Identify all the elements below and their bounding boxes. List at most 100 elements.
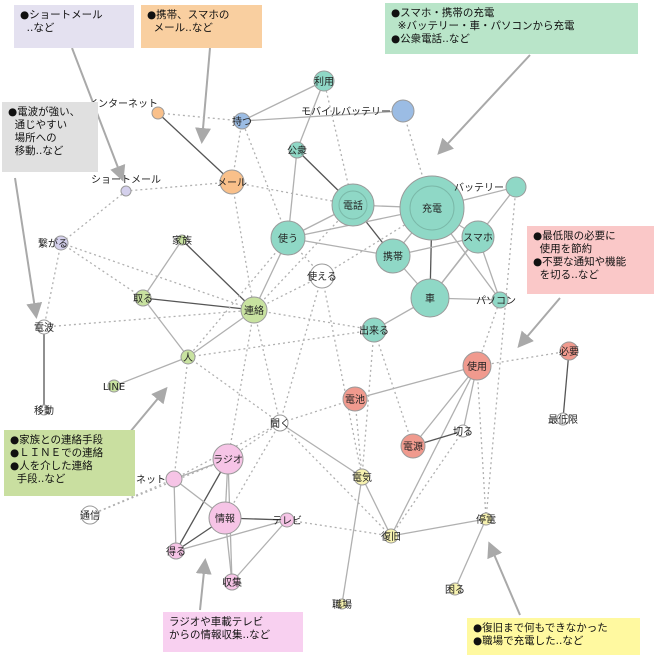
node-denwa: 電話	[331, 183, 375, 227]
edge-net-eru	[173, 478, 177, 552]
edge-shortmail-tsunagaru	[60, 190, 127, 244]
node-circle-radio	[212, 443, 244, 475]
node-circle-tsukau	[270, 220, 306, 256]
node-tsushin: 通信	[80, 505, 100, 525]
node-circle-charge	[399, 175, 465, 241]
node-label-shokuba: 職場	[332, 598, 352, 611]
node-circle-tsukaeru	[309, 263, 335, 289]
node-label-denpa: 電波	[34, 321, 54, 334]
node-dekiru: 出来る	[359, 317, 389, 343]
node-label-mail: メール	[217, 178, 247, 189]
node-circle-pasokon	[491, 291, 509, 309]
node-label-battery: バッテリー	[454, 182, 504, 194]
node-denki: 電気	[352, 468, 372, 486]
node-label-eru: 得る	[166, 546, 186, 558]
edge-mail-denwa	[231, 181, 354, 206]
node-circle-sumaho	[461, 220, 495, 254]
node-dengen: 電源	[400, 433, 426, 459]
edge-kiku-jouhou	[224, 422, 281, 519]
node-circle-hitsuyou	[559, 341, 579, 361]
node-circle-riyou	[313, 70, 335, 92]
node-circle-net	[165, 470, 183, 488]
signal-note: ●電波が強い、 通じやすい 場所への 移動..など	[2, 102, 98, 172]
arrow-carrier-mail	[195, 47, 212, 144]
recovery-note: ●復旧まで何もできなかった ●職場で充電した..など	[467, 618, 640, 655]
edge-dengen-dekiru	[373, 329, 414, 447]
node-denchi: 電池	[342, 386, 368, 412]
edge-tsukau-motsu	[241, 120, 289, 239]
edge-kazoku-renraku	[181, 239, 255, 311]
node-hito: 人	[180, 349, 196, 365]
node-saiteigen: 最低限	[548, 412, 578, 426]
node-renraku: 連絡	[240, 296, 268, 324]
node-label-net: ネット	[136, 474, 166, 486]
node-jouhou: 情報	[208, 501, 242, 535]
node-ring-denwa	[338, 190, 368, 220]
edge-tsukaeru-denki	[321, 275, 363, 478]
node-battery: バッテリー	[454, 176, 527, 198]
node-label-tsukaeru: 使える	[307, 270, 337, 283]
node-label-idou: 移動	[34, 404, 54, 417]
arrow-contact	[129, 386, 168, 433]
node-circle-motsu	[233, 112, 251, 130]
node-shortmail: ショートメール	[91, 175, 161, 197]
node-circle-mobile	[391, 99, 415, 123]
node-circle-line	[107, 379, 121, 393]
node-circle-teiden	[479, 512, 493, 526]
edge-shiyou-fukkyuu	[390, 365, 478, 537]
edge-hito-kiku	[187, 356, 281, 424]
node-circle-tsunagaru	[53, 235, 69, 251]
node-label-toru: 取る	[133, 293, 153, 305]
node-label-shiyou: 使用	[467, 360, 487, 373]
node-circle-denwa	[331, 183, 375, 227]
node-komaru: 困る	[445, 582, 465, 596]
edge-toru-renraku	[142, 297, 255, 311]
edge-tsunagaru-renraku	[60, 242, 255, 311]
edge-renraku-dekiru	[253, 309, 375, 331]
edge-kiku-radio	[227, 422, 281, 460]
node-circle-komaru	[448, 582, 462, 596]
edge-mobile-motsu	[241, 110, 404, 122]
node-label-motsu: 持つ	[232, 115, 252, 128]
arrow-signal	[14, 177, 43, 319]
node-label-dekiru: 出来る	[359, 324, 389, 337]
edge-teiden-battery	[485, 186, 517, 520]
edge-riyou-motsu	[241, 80, 325, 122]
node-keitai: 携帯	[375, 238, 411, 274]
node-riyou: 利用	[313, 70, 335, 92]
node-shuushuu: 収集	[222, 573, 242, 591]
edge-teiden-shiyou	[476, 365, 487, 520]
node-label-shortmail: ショートメール	[91, 175, 161, 186]
node-kiru: 切る	[453, 424, 473, 438]
edge-tsukaeru-kiku	[279, 275, 323, 424]
edge-hitsuyou-saiteigen	[562, 350, 570, 420]
node-label-kiru: 切る	[453, 426, 473, 438]
node-internet: インターネット	[88, 98, 165, 120]
node-label-denki: 電気	[352, 471, 372, 484]
node-radio: ラジオ	[212, 443, 244, 475]
node-ring-charge	[409, 185, 455, 231]
node-label-keitai: 携帯	[383, 250, 403, 263]
arrow-radio-tv	[195, 558, 212, 611]
node-circle-tv	[279, 512, 295, 528]
node-label-denwa: 電話	[343, 199, 363, 212]
node-fukkyuu: 復旧	[381, 528, 401, 544]
power-saving-note: ●最低限の必要に 使用を節約 ●不要な通知や機能 を切る..など	[527, 226, 654, 294]
node-label-teiden: 停電	[476, 513, 496, 526]
edge-tsukau-hito	[187, 237, 289, 358]
node-circle-hito	[180, 349, 196, 365]
edge-renraku-kiku	[253, 309, 281, 424]
node-shokuba: 職場	[332, 598, 352, 611]
node-sumaho: スマホ	[461, 220, 495, 254]
node-circle-shiyou	[462, 351, 492, 381]
node-circle-renraku	[240, 296, 268, 324]
edge-tv-eru	[175, 519, 288, 552]
node-label-charge: 充電	[422, 202, 442, 215]
edge-fukkyuu-tv	[286, 519, 392, 537]
node-tv: テレビ	[272, 512, 302, 528]
node-label-radio: ラジオ	[213, 454, 243, 466]
arrow-recovery	[487, 541, 521, 616]
node-charge: 充電	[399, 175, 465, 241]
edge-hito-toru	[142, 297, 189, 358]
edge-kiru-fukkyuu	[390, 430, 464, 537]
